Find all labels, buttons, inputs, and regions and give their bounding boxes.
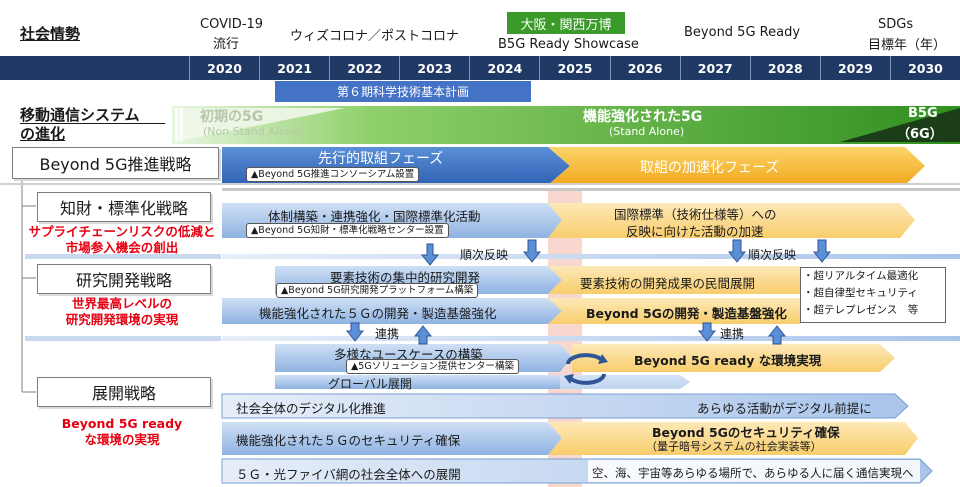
ip-goal-2: 市場参入機会の創出 [65,240,179,255]
link-arrows [345,322,787,345]
link-label-left: 連携 [375,327,400,341]
b5g-6g-label: （6G） [897,127,943,142]
ip-bar2-label-a: 国際標準（技術仕様等）への [614,207,777,222]
deploy-bar4b-label-1: Beyond 5Gのセキュリティ確保 [652,425,840,440]
rd-bar3-label: 機能強化された５Ｇの開発・製造基盤強化 [259,306,497,321]
rd-bar4-orange [548,298,812,324]
deploy-goal-1: Beyond 5G ready [61,416,183,431]
year-bar [0,56,960,80]
consortium-note: ▲Beyond 5G推進コンソーシアム設置 [246,167,420,182]
rd-goal-1: 世界最高レベルの [71,296,172,311]
year-cell-2020: 2020 [189,56,259,80]
plan-bar [275,81,531,102]
year-cell-2026: 2026 [609,56,680,80]
b5g-ready-label: Beyond 5G Ready [684,25,801,40]
deploy-bar1b-label: Beyond 5G ready な環境実現 [634,353,822,368]
rd-bar3-blue [222,298,562,324]
rd-strategy-box: 研究開発戦略 [37,264,211,294]
deploy-goal-2: な環境の実現 [84,432,160,447]
deploy-bar3b-label: あらゆる活動がデジタル前提に [697,401,872,416]
covid-label-2: 流行 [213,37,240,52]
year-cell-2028: 2028 [749,56,820,80]
rd-platform-note: ▲Beyond 5G研究開発プラットフォーム構築 [276,283,479,298]
ip-center-note: ▲Beyond 5G知財・標準化戦略センター設置 [246,223,449,238]
plan-6-label: 第６期科学技術基本計画 [336,85,469,99]
sdgs-label: SDGs [878,17,914,32]
b5g-label: B5G [908,106,938,121]
ip-goal-1: サプライチェーンリスクの低減と [28,224,216,239]
enhanced-5g-label: 機能強化された5G [583,109,703,125]
rd-bullets: ・超リアルタイム最適化 ・超自律型セキュリティ ・超テレプレゼンス 等 [800,267,946,323]
rd-bar2-orange [548,266,800,294]
year-cell-2023: 2023 [399,56,469,80]
mobile-label-2: の進化 [20,125,66,143]
feedback-arrows [420,239,832,266]
link-label-right: 連携 [720,327,745,341]
deploy-bar1-orange [572,344,895,372]
deploy-bar2-label: グローバル展開 [328,377,412,391]
feedback-label-right: 順次反映 [748,248,797,262]
ip-bar1-label: 体制構築・連携強化・国際標準化活動 [268,209,481,224]
deploy-bar3 [221,393,909,419]
initial-5g-wedge [175,108,345,142]
with-corona-label: ウィズコロナ／ポストコロナ [290,29,460,44]
rd-goal-2: 研究開発環境の実現 [65,312,179,327]
year-cell-2027: 2027 [679,56,750,80]
phase2-arrow [548,147,925,185]
deploy-bar4a-label: 機能強化された５Ｇのセキュリティ確保 [236,433,461,448]
feedback-label-left: 順次反映 [460,248,509,262]
phase2-label: 取組の加速化フェーズ [640,160,780,176]
cycle-icon [566,353,606,385]
mobile-underline [20,123,165,124]
rd-bullet-1: ・超リアルタイム最適化 [803,270,919,282]
rd-bar1-label: 要素技術の集中的研究開発 [330,270,481,285]
year-cell-2024: 2024 [469,56,539,80]
b5g-showcase-label: B5G Ready Showcase [498,37,639,52]
deploy-bar1-label: 多様なユースケースの構築 [334,347,483,362]
sa-label: (Stand Alone) [609,125,685,138]
ip-bar-orange [548,203,915,238]
deploy-bar4-blue [222,422,562,455]
deploy-bar3a-label: 社会全体のデジタル化推進 [236,401,386,416]
expo-label: 大阪・関西万博 [507,12,625,34]
year-cell-2029: 2029 [819,56,890,80]
deploy-strategy-box: 展開戦略 [37,377,211,407]
rd-bullet-3: ・超テレプレゼンス 等 [803,304,919,316]
deploy-bar2-ext [560,375,690,389]
b5g-wedge [840,108,960,142]
b5g-strategy-box: Beyond 5G推進戦略 [12,147,219,179]
phase1-label: 先行的取組フェーズ [318,151,444,167]
covid-label: COVID-19 [200,17,264,32]
initial-5g-label: 初期の5G [200,109,264,125]
rd-bar2-label: 要素技術の開発成果の民間展開 [580,276,756,291]
rd-bar4-label: Beyond 5Gの開発・製造基盤強化 [586,306,787,321]
deploy-bar4-orange [548,422,918,455]
ip-strategy-box: 知財・標準化戦略 [37,192,211,222]
nsa-label: (Non Stand Alone) [203,125,304,138]
deploy-bar5a-label: ５Ｇ・光ファイバ網の社会全体への展開 [236,467,461,482]
strategy-tree-lines [21,176,36,393]
rd-bullet-2: ・超自律型セキュリティ [803,287,918,299]
year-cell-2021: 2021 [259,56,329,80]
ip-bar2-label-b: 反映に向けた活動の加速 [626,224,764,239]
sdgs-label-2: 目標年（年） [868,38,947,53]
year-cell-2025: 2025 [539,56,609,80]
social-situation-label: 社会情勢 [20,25,81,43]
solution-center-note: ▲5Gソリューション提供センター構築 [346,359,520,374]
year-cell-2030: 2030 [889,56,960,80]
year-cell-2022: 2022 [329,56,399,80]
deploy-bar4b-label-2: （量子暗号システムの社会実装等） [646,440,822,453]
mobile-label-1: 移動通信システム [20,106,140,124]
deploy-bar5b-label: 空、海、宇宙等あらゆる場所で、あらゆる人に届く通信実現へ [592,466,914,480]
